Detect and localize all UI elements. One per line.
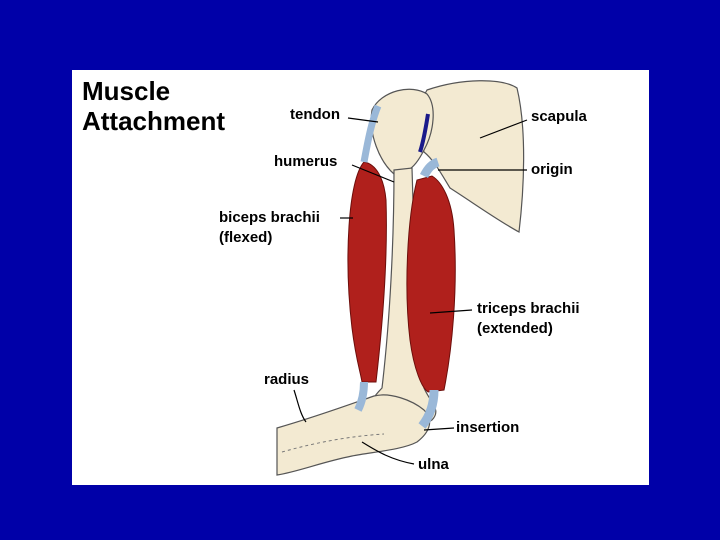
label-insertion: insertion [456,419,520,436]
label-ulna: ulna [418,456,449,473]
title-line-1: Muscle [82,76,171,106]
scapula-leader [479,119,528,139]
label-triceps-brachii: triceps brachii [477,300,580,317]
biceps-muscle [347,161,387,383]
tendon-leader [347,117,379,123]
insertion-leader [423,427,455,431]
triceps-leader [429,309,473,314]
radius-leader [293,389,307,423]
biceps-lower-tendon [354,381,368,412]
slide-title: Muscle Attachment [82,76,225,136]
humerus-head [370,88,434,175]
triceps-lower-tendon [418,389,439,429]
arm-illustration [276,80,528,476]
label-biceps-brachii: biceps brachii [219,209,320,226]
label-tendon: tendon [290,106,340,123]
triceps-upper-tendon [419,157,440,179]
glenoid-cavity [418,113,430,153]
humerus-leader [351,164,395,183]
diagram-panel: Muscle Attachment tendon [72,70,649,485]
label-humerus: humerus [274,153,338,170]
label-triceps-state: (extended) [477,320,553,337]
triceps-muscle [406,175,456,393]
biceps-upper-tendon [360,104,382,163]
label-scapula: scapula [531,108,587,125]
scapula-bone [418,80,525,233]
ulna-leader [361,441,415,465]
label-biceps-state: (flexed) [219,229,273,246]
title-line-2: Attachment [82,106,226,136]
label-origin: origin [531,161,573,178]
label-radius: radius [264,371,310,388]
